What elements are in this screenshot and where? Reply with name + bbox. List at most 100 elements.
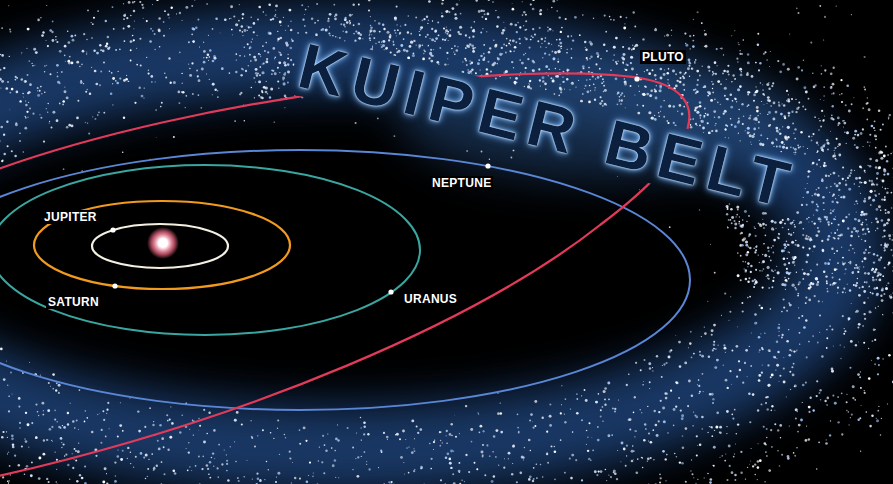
- belt-object: [876, 418, 877, 419]
- belt-object: [871, 125, 874, 128]
- belt-object: [775, 370, 776, 371]
- belt-object: [83, 83, 84, 84]
- belt-object: [299, 429, 301, 431]
- belt-object: [141, 95, 144, 98]
- belt-object: [441, 2, 443, 4]
- belt-object: [810, 397, 812, 399]
- belt-object: [712, 398, 714, 400]
- belt-object: [826, 329, 828, 331]
- belt-object: [653, 459, 655, 461]
- belt-object: [737, 274, 740, 277]
- belt-object: [134, 1, 136, 3]
- belt-object: [670, 390, 672, 392]
- belt-object: [704, 477, 705, 478]
- belt-object: [866, 119, 868, 121]
- belt-object: [355, 30, 357, 32]
- belt-object: [650, 441, 653, 444]
- belt-object: [831, 201, 833, 203]
- belt-object: [465, 405, 467, 407]
- belt-object: [860, 193, 861, 194]
- belt-object: [614, 408, 616, 410]
- belt-object: [498, 465, 499, 466]
- belt-object: [731, 384, 732, 385]
- belt-object: [14, 155, 17, 158]
- belt-object: [778, 381, 779, 382]
- belt-object: [42, 31, 44, 33]
- belt-object: [250, 26, 251, 27]
- belt-object: [652, 370, 653, 371]
- belt-object: [143, 97, 144, 98]
- belt-object: [149, 40, 151, 42]
- belt-object: [696, 90, 699, 93]
- belt-object: [649, 388, 650, 389]
- belt-object: [877, 227, 879, 229]
- belt-object: [110, 93, 113, 96]
- belt-object: [826, 337, 828, 339]
- belt-object: [19, 133, 21, 135]
- belt-object: [758, 69, 760, 71]
- belt-object: [848, 110, 851, 113]
- belt-object: [106, 482, 108, 484]
- belt-object: [144, 426, 146, 428]
- belt-object: [789, 304, 792, 307]
- belt-object: [837, 292, 838, 293]
- belt-object: [105, 436, 107, 438]
- belt-object: [649, 381, 651, 383]
- belt-object: [247, 43, 249, 45]
- belt-object: [182, 91, 185, 94]
- belt-object: [3, 378, 6, 381]
- belt-object: [214, 89, 217, 92]
- belt-object: [145, 453, 148, 456]
- belt-object: [583, 67, 585, 69]
- belt-object: [760, 113, 761, 114]
- belt-object: [254, 97, 255, 98]
- belt-object: [158, 447, 161, 450]
- belt-object: [432, 20, 433, 21]
- belt-object: [806, 356, 808, 358]
- belt-object: [644, 423, 647, 426]
- belt-object: [603, 390, 606, 393]
- belt-object: [615, 61, 617, 63]
- belt-object: [832, 83, 835, 86]
- belt-object: [28, 447, 29, 448]
- belt-object: [179, 12, 181, 14]
- belt-object: [517, 22, 519, 24]
- belt-object: [529, 80, 531, 82]
- belt-object: [49, 121, 50, 122]
- belt-object: [571, 57, 573, 59]
- belt-object: [848, 317, 851, 320]
- belt-object: [665, 458, 667, 460]
- belt-object: [167, 420, 169, 422]
- belt-object: [314, 22, 316, 24]
- belt-object: [566, 78, 568, 80]
- belt-object: [795, 351, 796, 352]
- belt-object: [255, 82, 256, 83]
- belt-object: [825, 442, 828, 445]
- belt-object: [419, 428, 422, 431]
- belt-object: [607, 381, 610, 384]
- belt-object: [76, 419, 78, 421]
- belt-object: [133, 467, 134, 468]
- belt-object: [587, 450, 589, 452]
- belt-object: [727, 226, 728, 227]
- belt-object: [364, 451, 366, 453]
- belt-object: [743, 39, 745, 41]
- belt-object: [719, 431, 721, 433]
- belt-object: [758, 379, 760, 381]
- belt-object: [890, 249, 892, 251]
- belt-object: [111, 72, 113, 74]
- belt-object: [602, 78, 604, 80]
- belt-object: [736, 58, 738, 60]
- belt-object: [833, 150, 834, 151]
- belt-object: [685, 481, 687, 483]
- belt-object: [864, 233, 866, 235]
- belt-object: [773, 356, 776, 359]
- belt-object: [716, 359, 719, 362]
- belt-object: [742, 261, 744, 263]
- belt-object: [749, 247, 752, 250]
- belt-object: [448, 40, 449, 41]
- belt-object: [512, 8, 515, 11]
- belt-object: [51, 440, 52, 441]
- belt-object: [163, 35, 165, 37]
- belt-object: [843, 288, 845, 290]
